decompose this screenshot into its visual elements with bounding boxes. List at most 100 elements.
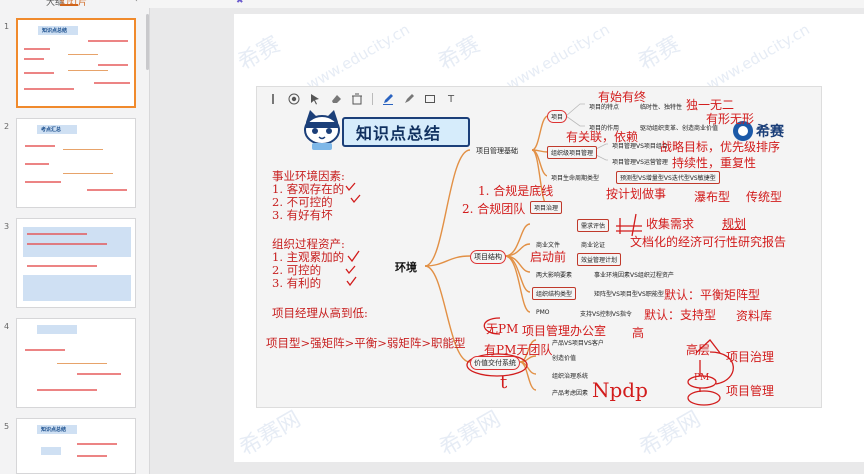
slide-thumbnail-2[interactable]: 考点汇总: [16, 118, 136, 208]
sidebar-scrollbar[interactable]: [146, 14, 149, 70]
text-icon[interactable]: T: [447, 93, 455, 105]
hw-gov: 项目治理: [726, 350, 775, 364]
hw-senior: 高层: [686, 343, 711, 357]
thumb-mark: [87, 189, 127, 191]
node-pmo: PMO: [532, 307, 554, 318]
record-icon[interactable]: [288, 93, 300, 105]
hw-waterfall: 瀑布型: [694, 190, 731, 204]
node-org-project-mgmt: 组织级项目管理: [547, 146, 598, 159]
app-logo-icon: ✖: [236, 0, 244, 6]
note-line: 2. 可控的: [272, 263, 322, 277]
note-line: 事业环境因素:: [272, 169, 345, 183]
thumb-title: 知识点总结: [41, 427, 67, 433]
note-line: 项目经理从高到低:: [272, 306, 368, 320]
hw-pmo-office: 项目管理办公室: [522, 324, 607, 338]
node-business-case: 商业论证: [577, 238, 610, 251]
pen-icon[interactable]: [382, 93, 394, 105]
brand-logo: 希赛: [733, 121, 784, 141]
note-line: 组织过程资产:: [272, 237, 345, 251]
banner-title: 知识点总结: [356, 124, 442, 143]
hw-npdp: Npdp: [592, 378, 648, 402]
slide-number: 3: [4, 222, 10, 231]
node-governance: 项目治理: [530, 201, 563, 214]
hw-high: 高: [632, 326, 645, 340]
thumb-banner: [37, 425, 77, 434]
note-line: 1. 主观累加的: [272, 250, 345, 264]
sidebar-tabs: 大纲 幻灯片 ‹: [0, 0, 150, 8]
note-line: 3. 有好有坏: [272, 208, 333, 222]
node-lifecycle: 项目生命周期类型: [547, 171, 604, 184]
node-opm-val1: 项目管理VS项目组合: [608, 139, 672, 152]
slide-number: 2: [4, 122, 10, 131]
note-line: 项目型>强矩阵>平衡>弱矩阵>职能型: [266, 336, 466, 350]
thumb-mark: [24, 88, 74, 90]
hw-unique: 独一无二: [686, 98, 735, 112]
slide-number: 1: [4, 22, 10, 31]
toolbar-divider: [372, 93, 373, 105]
thumb-mark: [77, 443, 117, 445]
hw-tangible: 有形无形: [706, 112, 755, 126]
cat-mascot-icon: [304, 110, 340, 150]
highlighter-icon[interactable]: [403, 93, 415, 105]
mindmap-root: 环境: [395, 261, 417, 274]
hw-library: 资料库: [736, 309, 773, 323]
tab-outline[interactable]: 大纲: [46, 0, 65, 8]
node-two-env: 两大影响要素: [532, 268, 577, 281]
slide-thumbnail-5[interactable]: 知识点总结: [16, 418, 136, 474]
thumb-mark: [27, 265, 97, 267]
hw-plan: 规划: [722, 217, 747, 231]
thumb-mark: [94, 82, 130, 84]
thumb-mark: [27, 233, 87, 235]
node-role-val: 驱动组织变革、创造商业价值: [636, 121, 723, 134]
chevron-left-icon[interactable]: ‹: [134, 0, 138, 5]
eraser-icon[interactable]: [330, 93, 342, 105]
node-value-create: 创造价值: [548, 351, 581, 364]
thumb-branch: [63, 149, 103, 150]
node-feature-val: 临时性、独特性: [636, 100, 687, 113]
hw-plan-work: 按计划做事: [606, 187, 667, 201]
node-product-mgmt: 产品VS项目VS客户: [548, 336, 608, 349]
node-proj-feature: 项目的特点: [585, 100, 624, 113]
brand-logo-icon: [733, 121, 753, 141]
node-pmo-val: 支持VS控制VS指令: [576, 307, 636, 320]
thumb-block: [23, 227, 131, 257]
rectangle-icon[interactable]: [424, 93, 436, 105]
thumb-branch: [68, 70, 108, 71]
node-opm-val2: 项目管理VS运营管理: [608, 155, 672, 168]
brand-logo-text: 希赛: [756, 124, 784, 140]
hw-no-pm: 无PM: [486, 322, 519, 336]
clear-icon[interactable]: [351, 93, 363, 105]
editor-top-bar: [150, 0, 864, 8]
thumb-banner: [37, 325, 77, 334]
node-org-gov-sys: 组织治理系统: [548, 369, 593, 382]
thumb-mark: [27, 243, 107, 245]
slide-thumbnail-4[interactable]: [16, 318, 136, 408]
slide-number: 4: [4, 322, 10, 331]
note-line: 1. 客观存在的: [272, 182, 345, 196]
node-business-docs: 商业文件: [532, 238, 565, 251]
thumb-mark: [98, 64, 128, 66]
banner-box: [342, 117, 470, 147]
hw-related: 有关联，依赖: [566, 130, 639, 144]
thumb-mark: [24, 48, 50, 50]
node-project-structure: 项目结构: [470, 250, 506, 264]
slide-thumbnail-3[interactable]: [16, 218, 136, 308]
thumb-banner: [38, 26, 78, 35]
thumb-mark: [24, 72, 54, 74]
drag-handle-icon[interactable]: [267, 93, 279, 105]
thumb-branch: [57, 363, 107, 364]
thumb-title: 知识点总结: [42, 28, 68, 34]
thumb-banner: [37, 125, 77, 134]
hw-strategy: 战略目标，优先级排序: [660, 140, 781, 154]
slide-number: 5: [4, 422, 10, 431]
node-env-val: 事业环境因素VS组织过程资产: [590, 268, 678, 281]
thumb-mark: [25, 181, 61, 183]
note-line: 3. 有利的: [272, 276, 322, 290]
hw-pm-mgmt: 项目管理: [726, 384, 775, 398]
slide-thumbnail-1[interactable]: 知识点总结: [16, 18, 136, 108]
node-proj-role: 项目的作用: [585, 121, 624, 134]
node-value-system: 价值交付系统: [470, 356, 520, 370]
pointer-icon[interactable]: [309, 93, 321, 105]
hw-traditional: 传统型: [746, 190, 783, 204]
